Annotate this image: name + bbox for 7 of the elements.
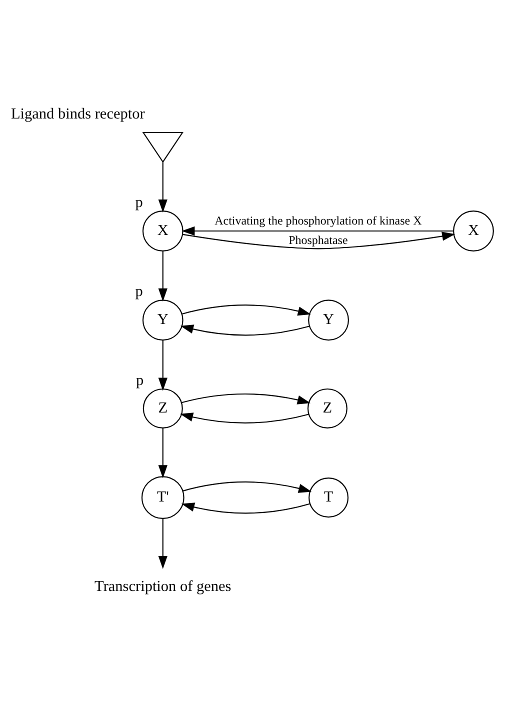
- node-label: p: [136, 372, 144, 389]
- node-label: p: [135, 193, 143, 210]
- node-text: Transcription of genes: [94, 578, 232, 595]
- edge-label: Phosphatase: [288, 232, 348, 246]
- node-label: Ligand binds receptor: [10, 105, 145, 122]
- edge-label: Activating the phosphorylation of kinase X: [214, 212, 422, 227]
- node-label: p: [135, 282, 143, 300]
